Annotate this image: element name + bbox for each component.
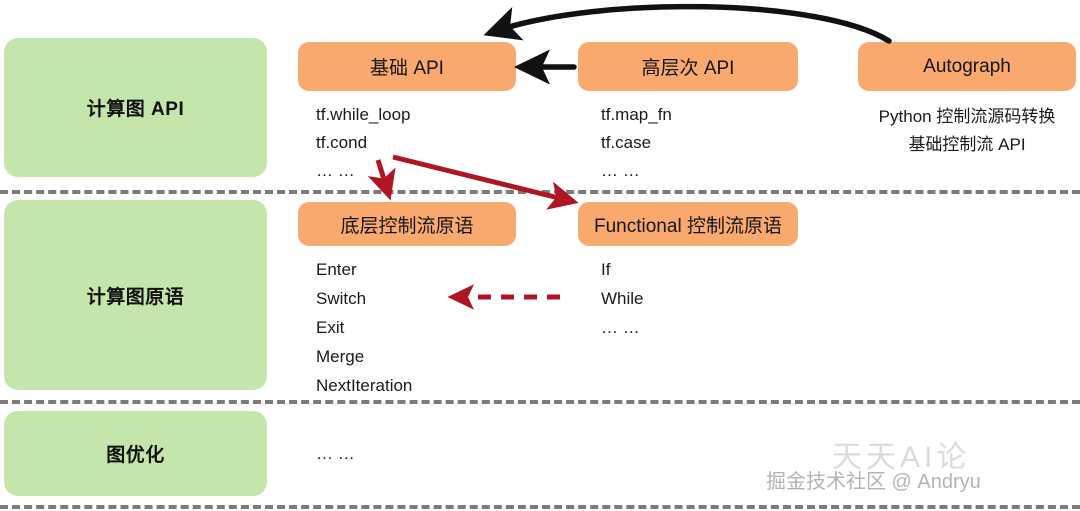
list-item: tf.case xyxy=(601,133,652,152)
node-basic-api[interactable]: 基础 API xyxy=(298,42,516,91)
layer-label-text: 图优化 xyxy=(106,445,165,466)
node-highlevel-api-label: 高层次 API xyxy=(641,58,735,79)
description-line: Python 控制流源码转换 xyxy=(878,107,1056,126)
list-item: tf.while_loop xyxy=(316,105,411,124)
watermark-ghost-text: 天天AI论 xyxy=(832,441,971,474)
list-highlevel-api-items: tf.map_fn tf.case … … xyxy=(601,101,672,185)
node-autograph-label: Autograph xyxy=(923,55,1011,77)
node-lowlevel-primitives-label: 底层控制流原语 xyxy=(340,215,474,237)
autograph-description: Python 控制流源码转换 基础控制流 API xyxy=(858,103,1076,159)
description-line: 基础控制流 API xyxy=(908,135,1026,154)
layer-divider-2 xyxy=(0,400,1080,404)
node-highlevel-api[interactable]: 高层次 API xyxy=(578,42,798,91)
list-item: NextIteration xyxy=(316,376,413,395)
list-item: Enter xyxy=(316,260,357,279)
list-basic-api-items: tf.while_loop tf.cond … … xyxy=(316,101,411,185)
list-item: If xyxy=(601,260,611,279)
list-functional-primitive-items: If While … … xyxy=(601,255,644,342)
list-graph-optimization-items: … … xyxy=(316,440,355,468)
list-item: … … xyxy=(601,161,640,180)
node-functional-primitives-label: Functional 控制流原语 xyxy=(594,215,782,237)
list-item: … … xyxy=(316,444,355,463)
list-item: tf.cond xyxy=(316,133,368,152)
layer-divider-3 xyxy=(0,505,1080,509)
node-autograph[interactable]: Autograph xyxy=(858,42,1076,91)
list-item: Switch xyxy=(316,289,367,308)
layer-label-text: 计算图 API xyxy=(86,99,185,120)
node-basic-api-label: 基础 API xyxy=(370,58,444,79)
list-item: Merge xyxy=(316,347,365,366)
list-lowlevel-primitive-items: Enter Switch Exit Merge NextIteration xyxy=(316,255,412,400)
layer-label-graph-primitives: 计算图原语 xyxy=(4,200,267,390)
watermark-text: 掘金技术社区 @ Andryu xyxy=(766,471,981,493)
list-item: While xyxy=(601,289,644,308)
arrow-autograph-to-basic-api xyxy=(483,3,892,44)
node-functional-primitives[interactable]: Functional 控制流原语 xyxy=(578,202,798,246)
layer-label-text: 计算图原语 xyxy=(86,286,185,308)
layer-label-graph-api: 计算图 API xyxy=(4,38,267,177)
list-item: tf.map_fn xyxy=(601,105,672,124)
list-item: … … xyxy=(601,318,640,337)
list-item: Exit xyxy=(316,318,345,337)
list-item: … … xyxy=(316,161,355,180)
layer-label-graph-optimization: 图优化 xyxy=(4,411,267,496)
layer-divider-1 xyxy=(0,190,1080,194)
node-lowlevel-primitives[interactable]: 底层控制流原语 xyxy=(298,202,516,246)
